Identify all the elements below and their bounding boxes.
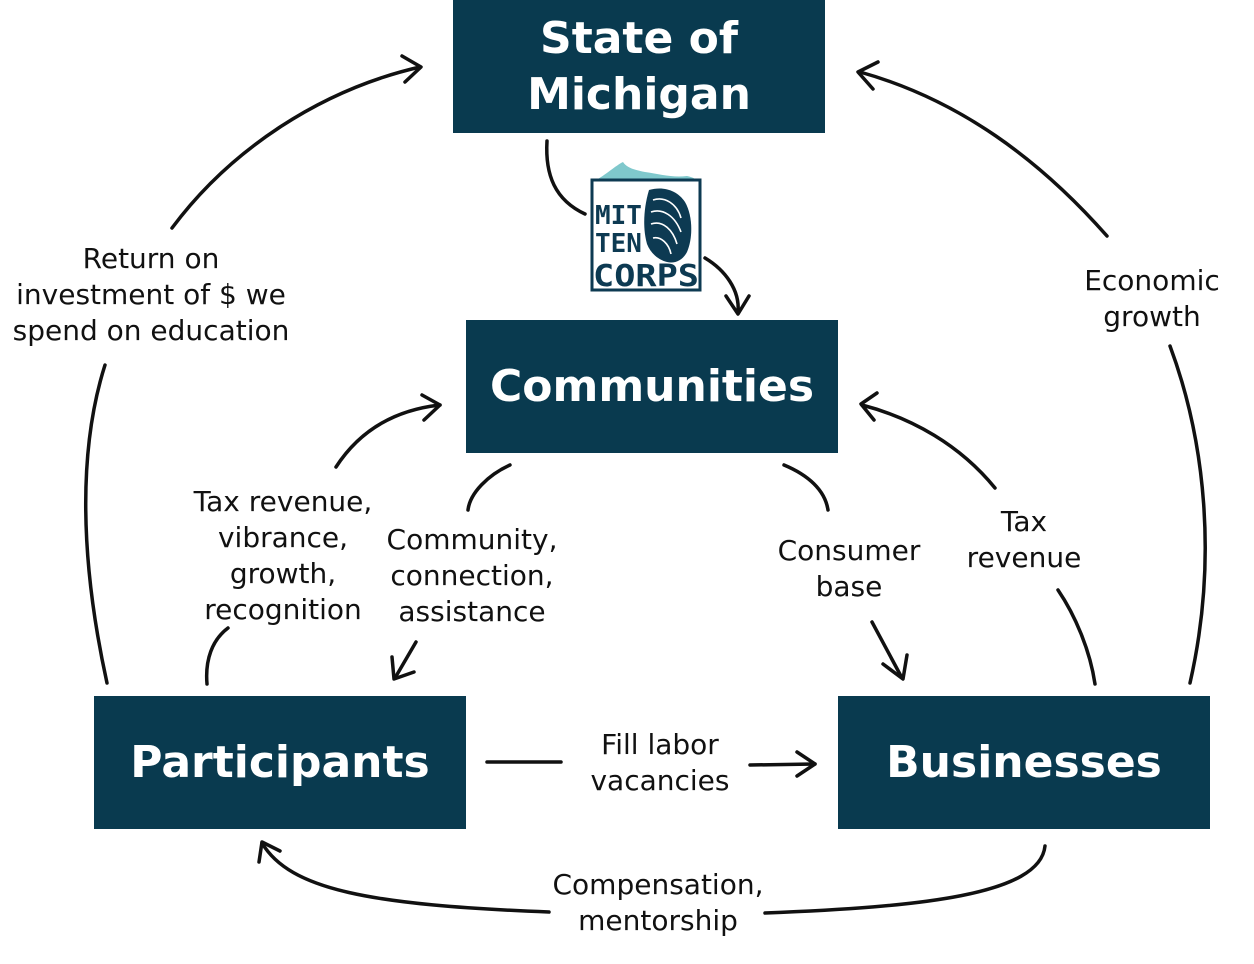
mittencorps-logo: MIT TEN CORPS: [590, 162, 702, 292]
node-businesses-label: Businesses: [886, 737, 1162, 788]
logo-mitten-shape: [644, 188, 692, 263]
arrow-businesses-to-participants-right: [763, 844, 1047, 915]
arrow-businesses-to-communities-upper: [860, 403, 997, 490]
node-participants: Participants: [94, 696, 466, 829]
label-fill-labor: Fill labor vacancies: [590, 728, 730, 797]
label-tax-revenue: Tax revenue: [966, 505, 1082, 574]
node-state-label: State of Michigan: [527, 12, 751, 120]
arrow-participants-to-communities-lower: [204, 626, 230, 686]
label-compensation-mentorship: Compensation, mentorship: [552, 868, 764, 937]
label-tax-vibrance-growth: Tax revenue, vibrance, growth, recogniti…: [193, 485, 373, 626]
logo-contour-lines: [650, 198, 682, 255]
logo-upper-peninsula: [593, 162, 699, 182]
arrow-communities-to-businesses-upper: [782, 463, 830, 512]
node-state-of-michigan: State of Michigan: [453, 0, 825, 133]
node-communities-label: Communities: [489, 361, 815, 412]
arrowhead-businesses-left: [795, 750, 817, 778]
node-participants-label: Participants: [130, 737, 430, 788]
logo-text-mit: MIT: [595, 201, 642, 231]
arrow-businesses-to-communities-lower: [1056, 588, 1097, 686]
arrow-businesses-to-participants-left: [260, 841, 551, 914]
logo-text-corps: CORPS: [593, 259, 699, 292]
arrow-participants-to-communities-upper: [334, 403, 442, 469]
arrowhead-communities-right: [859, 391, 879, 422]
arrowhead-communities-left: [420, 393, 442, 422]
label-economic-growth: Economic growth: [1084, 264, 1220, 333]
arrow-businesses-to-state-lower: [1168, 344, 1207, 685]
arrowhead-communities-top: [724, 294, 751, 316]
arrow-participants-to-businesses-right: [748, 762, 817, 767]
arrowhead-state-right: [856, 60, 880, 91]
arrowhead-state-left: [400, 54, 423, 84]
arrow-communities-to-businesses-lower: [870, 620, 904, 680]
arrow-communities-to-participants-lower: [393, 640, 418, 680]
logo-text-ten: TEN: [595, 229, 642, 259]
arrow-state-to-logo: [545, 139, 587, 216]
arrow-businesses-to-state-upper: [858, 70, 1109, 238]
arrowhead-businesses-top: [881, 653, 909, 681]
node-businesses: Businesses: [838, 696, 1210, 829]
label-community-connection: Community, connection, assistance: [386, 523, 558, 628]
label-consumer-base: Consumer base: [777, 534, 921, 603]
arrowhead-participants-top: [390, 655, 416, 681]
arrow-participants-to-state-lower: [83, 363, 109, 685]
arrow-logo-to-communities: [703, 256, 740, 314]
label-return-on-investment: Return on investment of $ we spend on ed…: [12, 242, 290, 347]
node-communities: Communities: [466, 320, 838, 453]
arrow-communities-to-participants-upper: [466, 463, 512, 512]
arrow-participants-to-state-upper: [170, 65, 422, 230]
arrowhead-participants-bottom: [257, 840, 282, 864]
